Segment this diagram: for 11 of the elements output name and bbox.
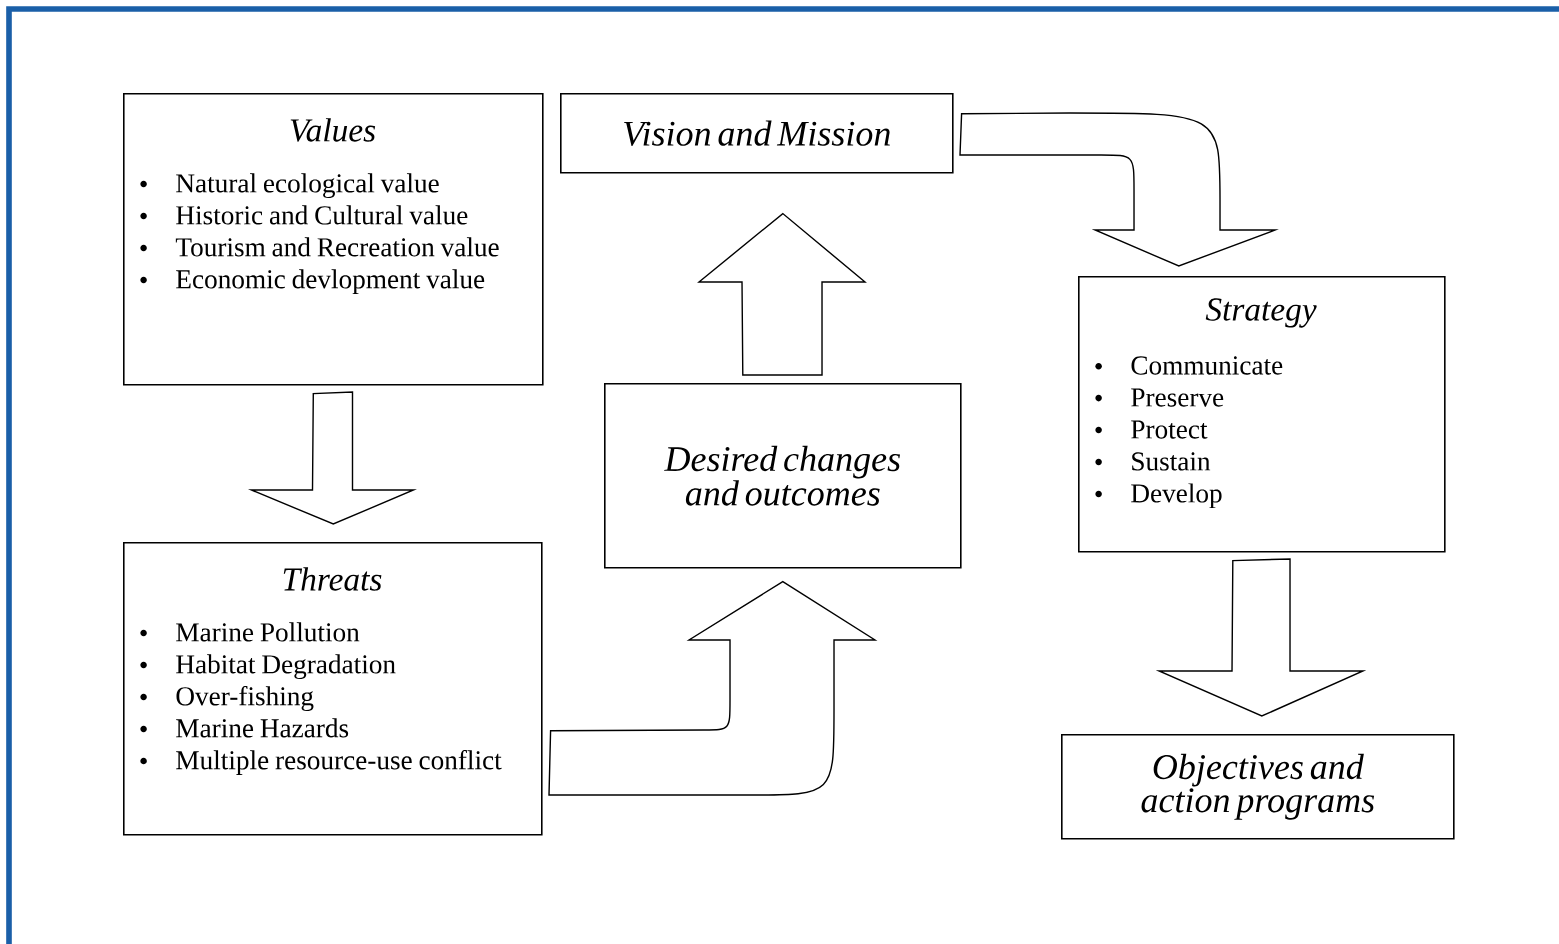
values-box: Values Natural ecological value Historic and Cultural value Tourism and Recreation value Economic devlopment value (123, 93, 544, 386)
block-arrow (697, 212, 867, 376)
threats-box: Threats Marine Pollution Habitat Degradation Over-fishing Marine Hazards Multiple resource-use conflict (123, 542, 543, 836)
block-arrow (548, 580, 876, 796)
block-arrow (959, 112, 1276, 267)
objectives-box: Objectives and action programs (1061, 734, 1455, 840)
vision-box: Vision and Mission (560, 93, 954, 174)
block-arrow (247, 391, 417, 525)
block-arrow (1155, 558, 1367, 717)
outcomes-box: Desired changes and outcomes (604, 383, 962, 569)
strategy-box: Strategy Communicate Preserve Protect Sustain Develop (1078, 276, 1446, 553)
